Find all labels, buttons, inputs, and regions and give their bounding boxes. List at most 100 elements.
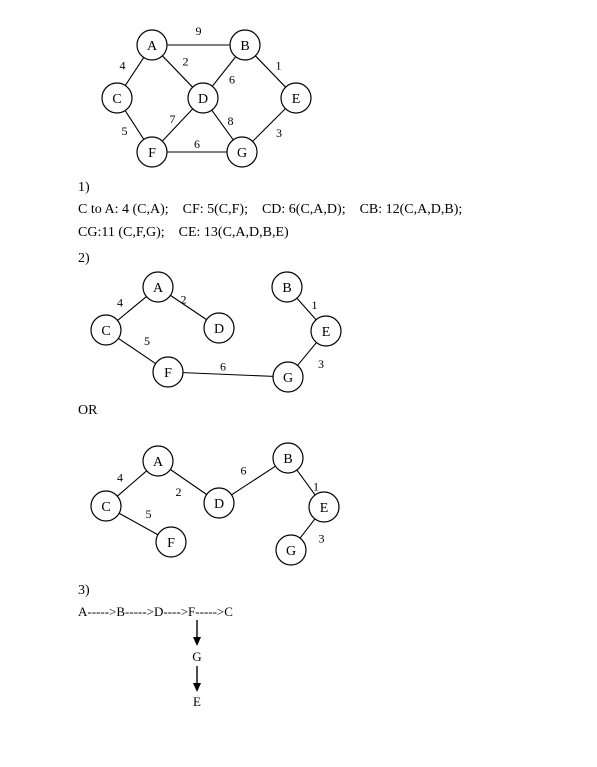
tree2-edge-weight: 4 bbox=[117, 471, 123, 485]
tree1-edge-c-a: 4 bbox=[117, 296, 147, 321]
main-node-b: B bbox=[229, 29, 261, 61]
main-node-d: D bbox=[187, 82, 219, 114]
main-node-circle bbox=[280, 82, 312, 114]
main-edge-weight: 6 bbox=[229, 73, 235, 87]
tree1-edge-line bbox=[117, 296, 147, 321]
tree2-node-label: B bbox=[283, 452, 292, 467]
tree1-edge-line bbox=[182, 372, 274, 377]
main-edge-e-g: 3 bbox=[252, 108, 286, 142]
tree1-node-circle bbox=[203, 312, 235, 344]
tree1-node-c: C bbox=[90, 314, 122, 346]
tree2-node-circle bbox=[272, 442, 304, 474]
tree1-edge-weight: 6 bbox=[220, 360, 226, 374]
main-node-circle bbox=[229, 29, 261, 61]
section3-sequence: A----->B----->D---->F----->C bbox=[78, 604, 233, 619]
main-edge-weight: 1 bbox=[276, 59, 282, 73]
main-edge-f-g: 6 bbox=[167, 137, 227, 153]
tree2-edge-line bbox=[116, 470, 148, 497]
tree2-edge-d-b: 6 bbox=[231, 464, 276, 496]
tree1-edge-e-g: 3 bbox=[297, 342, 324, 371]
section1-line2: CG:11 (C,F,G); CE: 13(C,A,D,B,E) bbox=[78, 225, 289, 240]
main-edge-line bbox=[211, 109, 234, 141]
main-node-label: C bbox=[112, 92, 121, 107]
main-edge-weight: 4 bbox=[120, 59, 126, 73]
main-edge-a-d: 2 bbox=[162, 55, 193, 88]
tree1-edge-weight: 4 bbox=[117, 296, 123, 310]
main-node-label: F bbox=[148, 146, 156, 161]
main-edge-line bbox=[255, 55, 286, 88]
main-node-label: G bbox=[237, 146, 247, 161]
tree1-edge-line bbox=[296, 297, 317, 321]
main-node-circle bbox=[136, 29, 168, 61]
tree2-edge-weight: 3 bbox=[319, 532, 325, 546]
main-edge-weight: 7 bbox=[170, 112, 176, 126]
main-edge-line bbox=[161, 108, 194, 142]
tree1-edge-weight: 1 bbox=[312, 298, 318, 312]
tree2-node-b: B bbox=[272, 442, 304, 474]
tree1-node-circle bbox=[142, 271, 174, 303]
tree1-edge-c-f: 5 bbox=[118, 334, 156, 365]
tree2-edge-line bbox=[296, 469, 316, 496]
tree2-edge-weight: 1 bbox=[313, 480, 319, 494]
tree2-node-circle bbox=[142, 445, 174, 477]
main-node-label: D bbox=[198, 92, 208, 107]
tree1-node-b: B bbox=[271, 271, 303, 303]
tree2-node-f: F bbox=[155, 526, 187, 558]
tree2-edge-weight: 5 bbox=[146, 507, 152, 521]
tree1-edge-b-e: 1 bbox=[296, 297, 318, 321]
tree1-node-circle bbox=[90, 314, 122, 346]
tree2-node-circle bbox=[275, 534, 307, 566]
main-node-circle bbox=[101, 82, 133, 114]
tree1-node-circle bbox=[152, 356, 184, 388]
main-edge-a-b: 9 bbox=[167, 24, 230, 46]
tree1-node-label: B bbox=[282, 281, 291, 296]
main-edge-weight: 2 bbox=[183, 55, 189, 69]
tree2-node-g: G bbox=[275, 534, 307, 566]
tree1-edge-weight: 2 bbox=[181, 293, 187, 307]
tree2-node-circle bbox=[90, 490, 122, 522]
tree2-edge-line bbox=[299, 518, 316, 539]
main-node-label: E bbox=[292, 92, 301, 107]
tree1-edge-a-d: 2 bbox=[170, 293, 207, 321]
tree2-node-label: E bbox=[320, 501, 329, 516]
tree1-node-g: G bbox=[272, 361, 304, 393]
tree2-edge-c-a: 4 bbox=[116, 470, 148, 497]
section3-heading: 3) bbox=[78, 583, 90, 598]
tree2-edge-e-g: 3 bbox=[299, 518, 325, 546]
tree1-node-label: C bbox=[101, 324, 110, 339]
tree1-node-e: E bbox=[310, 315, 342, 347]
tree1-edge-line bbox=[297, 342, 317, 366]
tree1-node-label: G bbox=[283, 371, 293, 386]
tree1-node-circle bbox=[310, 315, 342, 347]
tree2-node-label: A bbox=[153, 455, 164, 470]
tree2-node-circle bbox=[155, 526, 187, 558]
arrow-head-to-g bbox=[193, 637, 201, 646]
tree1-node-label: D bbox=[214, 322, 224, 337]
main-edge-weight: 5 bbox=[122, 124, 128, 138]
main-edge-weight: 9 bbox=[196, 24, 202, 38]
main-edge-b-e: 1 bbox=[255, 55, 286, 88]
tree2-node-label: F bbox=[167, 536, 175, 551]
main-node-f: F bbox=[136, 136, 168, 168]
section1-heading: 1) bbox=[78, 180, 90, 195]
tree2-node-circle bbox=[203, 487, 235, 519]
main-node-e: E bbox=[280, 82, 312, 114]
tree2-node-circle bbox=[308, 491, 340, 523]
main-node-a: A bbox=[136, 29, 168, 61]
main-edge-weight: 6 bbox=[194, 137, 200, 151]
tree2-node-label: G bbox=[286, 544, 296, 559]
tree2-edge-line bbox=[118, 512, 159, 536]
section1-line1: C to A: 4 (C,A); CF: 5(C,F); CD: 6(C,A,D… bbox=[78, 202, 462, 217]
tree2-node-label: D bbox=[214, 497, 224, 512]
tree2-edge-line bbox=[170, 469, 207, 495]
tree1-node-a: A bbox=[142, 271, 174, 303]
main-edge-line bbox=[124, 110, 145, 140]
tree2-edge-c-f: 5 bbox=[118, 507, 159, 536]
main-edge-line bbox=[211, 56, 237, 87]
main-node-circle bbox=[226, 136, 258, 168]
tree2-edge-b-e: 1 bbox=[296, 469, 319, 496]
